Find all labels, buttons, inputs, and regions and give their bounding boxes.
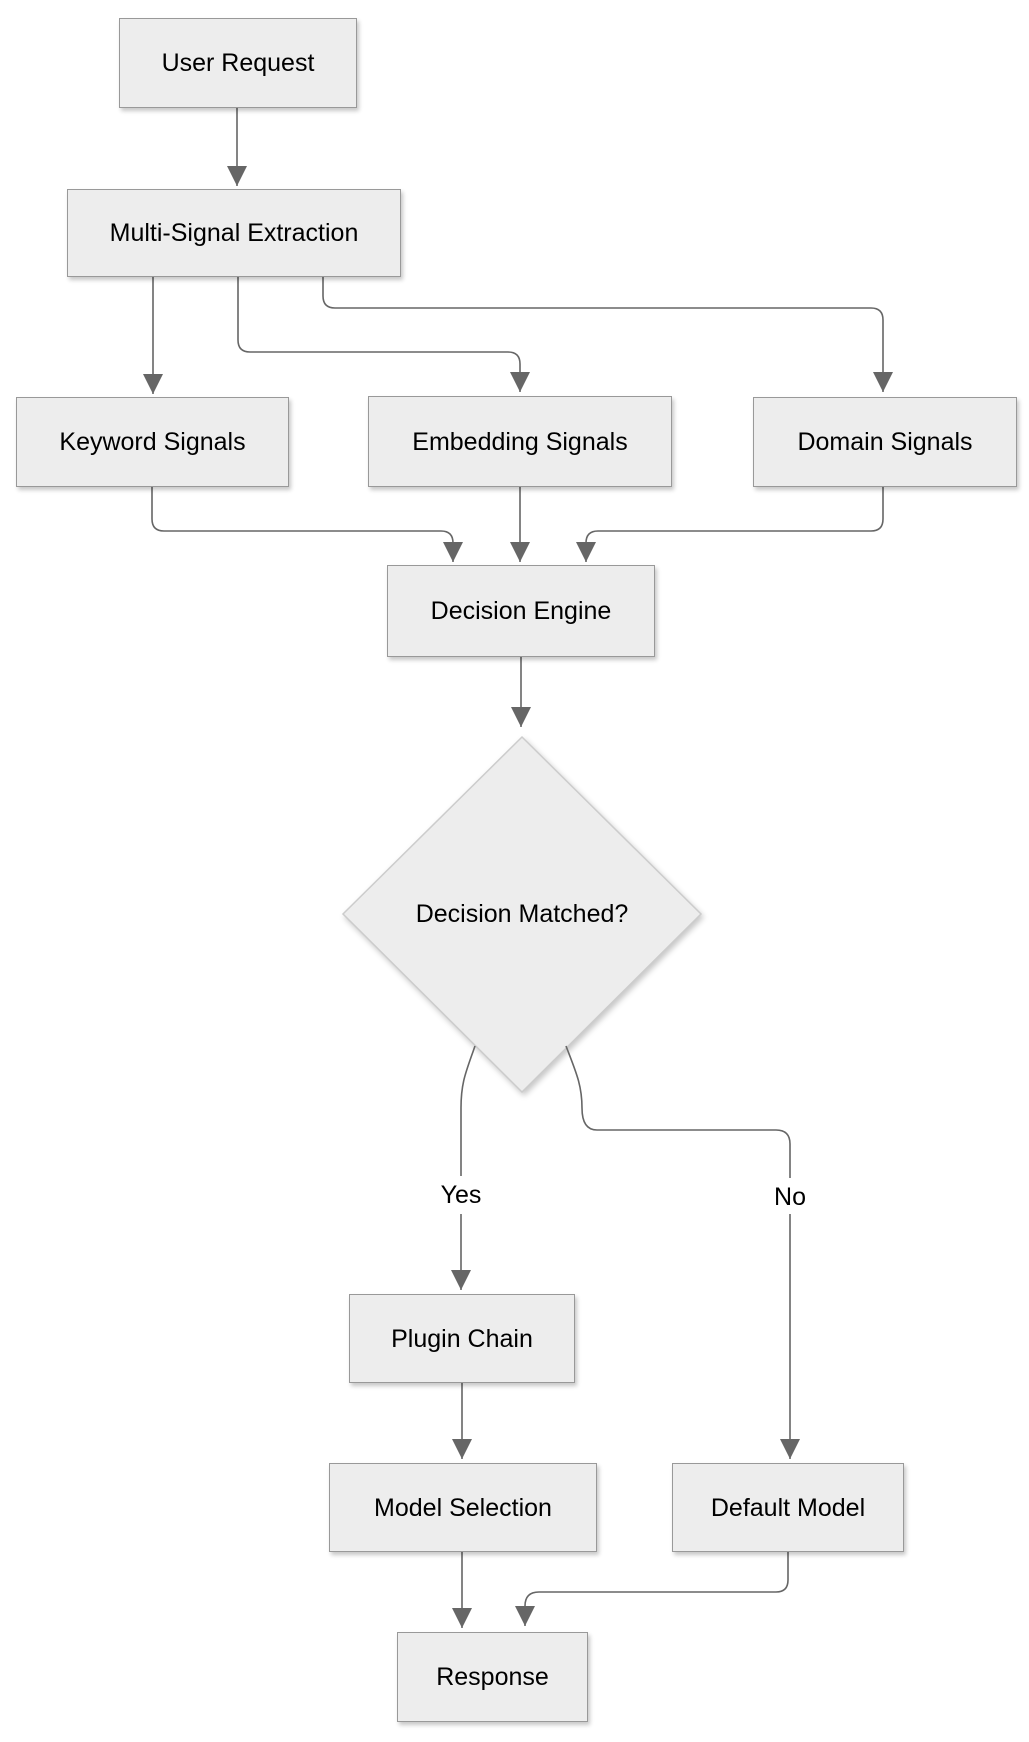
edge-multi-signal-to-domain	[322, 277, 893, 392]
edge-diamond-no-upper	[565, 1045, 791, 1178]
node-user-request: User Request	[119, 18, 357, 108]
edge-diamond-yes-upper	[460, 1045, 476, 1176]
node-decision-engine: Decision Engine	[387, 565, 655, 657]
edge-label-no: No	[764, 1180, 816, 1214]
node-embedding-signals: Embedding Signals	[368, 396, 672, 487]
node-response: Response	[397, 1632, 588, 1722]
node-decision-matched-label: Decision Matched?	[415, 899, 629, 928]
edge-label-yes: Yes	[430, 1176, 492, 1214]
node-model-selection: Model Selection	[329, 1463, 597, 1552]
edge-multi-signal-to-embedding	[237, 277, 530, 392]
node-default-model: Default Model	[672, 1463, 904, 1552]
edge-default-model-to-response	[515, 1552, 789, 1626]
node-plugin-chain: Plugin Chain	[349, 1294, 575, 1383]
decision-matched-diamond	[341, 735, 703, 1094]
edge-domain-to-decision-engine	[576, 487, 884, 562]
node-domain-signals: Domain Signals	[753, 397, 1017, 487]
node-multi-signal-extraction: Multi-Signal Extraction	[67, 189, 401, 277]
edge-keyword-to-decision-engine	[151, 487, 463, 562]
node-keyword-signals: Keyword Signals	[16, 397, 289, 487]
